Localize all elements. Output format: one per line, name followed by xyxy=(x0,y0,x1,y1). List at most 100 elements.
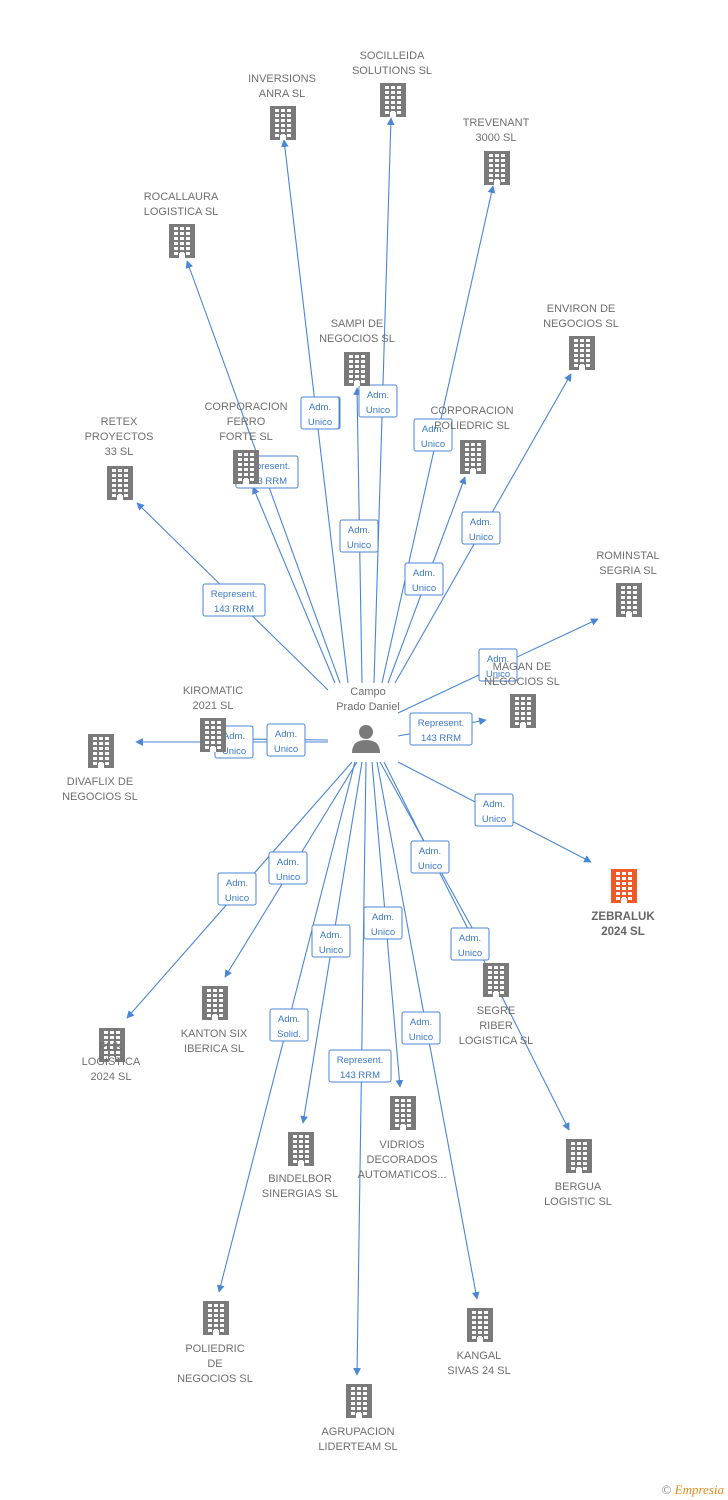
edge-label-agrupacion[interactable]: Represent.143 RRM xyxy=(328,1049,392,1083)
company-name-line: FLIK xyxy=(99,1041,123,1053)
edge-label-line: Adm. xyxy=(372,912,394,923)
edge-label-line: Unico xyxy=(225,893,249,904)
company-name-line: SOCILLEIDA xyxy=(360,50,425,62)
edge-label-line: Unico xyxy=(418,861,442,872)
building-icon xyxy=(344,352,370,386)
company-name-line: KANGAL xyxy=(457,1350,502,1362)
company-name-line: PROYECTOS xyxy=(85,431,154,443)
company-name-line: BERGUA xyxy=(555,1181,602,1193)
company-node-agrupacion[interactable]: AGRUPACION LIDERTEAM SL xyxy=(318,1384,398,1453)
edge-label-line: Unico xyxy=(347,540,371,551)
footer-brand[interactable]: © Empresia xyxy=(662,1482,725,1498)
edge-label-vidrios[interactable]: Adm. Unico xyxy=(363,906,403,940)
edge-label-line: Adm. xyxy=(348,525,370,536)
edge-label-kiromatic[interactable]: Adm.Unico xyxy=(266,723,306,757)
company-name-line: BINDELBOR xyxy=(268,1173,332,1185)
copyright-symbol: © xyxy=(661,1482,672,1497)
company-name-line: RIBER xyxy=(479,1020,513,1032)
company-name-line: SOLUTIONS SL xyxy=(352,65,432,77)
building-icon xyxy=(99,1028,125,1062)
company-node-vidrios[interactable]: VIDRIOSDECORADOSAUTOMATICOS... xyxy=(358,1096,447,1181)
edge-label-kangal[interactable]: Adm.Unico xyxy=(401,1011,441,1045)
edge-label-line: Unico xyxy=(421,439,445,450)
person-name-line: Prado Daniel xyxy=(336,701,400,713)
edge-label-line: Unico xyxy=(371,927,395,938)
edge-label-line: Represent. xyxy=(418,718,464,729)
building-icon xyxy=(203,1301,229,1335)
company-name-line: SEGRE xyxy=(477,1005,516,1017)
edge-label-line: Adm. xyxy=(223,731,245,742)
edge-label-rominstal[interactable]: Adm.Unico xyxy=(478,648,518,682)
company-name-line: CORPORACION xyxy=(204,401,287,413)
company-name-line: LIDERTEAM SL xyxy=(318,1441,397,1453)
edge-label-rocallaura[interactable]: Adm.Unico xyxy=(300,396,340,430)
company-name-line: SEGRIA SL xyxy=(599,565,656,577)
edge-label-corppoliedric[interactable]: Adm.Unico xyxy=(404,562,444,596)
edge-label-line: Adm. xyxy=(470,517,492,528)
edge-label-environ[interactable]: Adm.Unico xyxy=(461,511,501,545)
edge-label-trevenant[interactable]: Adm.Unico xyxy=(413,418,453,452)
building-icon xyxy=(380,83,406,117)
company-name-line: 2021 SL xyxy=(193,700,234,712)
building-icon xyxy=(569,336,595,370)
edge-label-line: Unico xyxy=(486,669,510,680)
edge-label-magan[interactable]: Represent.143 RRM xyxy=(409,712,473,746)
edge-label-bergua[interactable]: Adm. Unico xyxy=(450,927,490,961)
company-node-socilleida[interactable]: SOCILLEIDA SOLUTIONS SL xyxy=(352,50,432,117)
building-icon xyxy=(390,1096,416,1130)
edge-label-segre[interactable]: Adm.Unico xyxy=(410,840,450,874)
company-name-line: 2024 SL xyxy=(91,1071,132,1083)
edge-label-socilleida[interactable]: Adm.Unico xyxy=(358,384,398,418)
building-icon xyxy=(346,1384,372,1418)
edge-label-kanton[interactable]: Adm.Unico xyxy=(268,851,308,885)
edge-labels-layer: Adm.UnicoAdm.UnicoAdm.UnicoAdm.UnicoAdm.… xyxy=(202,384,518,1083)
edge-label-line: Adm. xyxy=(413,568,435,579)
building-icon xyxy=(169,224,195,258)
company-name-line: CORPORACION xyxy=(430,405,513,417)
edge-label-flik[interactable]: Adm.Unico xyxy=(217,872,257,906)
edge-label-zebraluk[interactable]: Adm.Unico xyxy=(474,793,514,827)
edge-label-bindelbor[interactable]: Adm.Unico xyxy=(311,924,351,958)
edge-label-line: Adm. xyxy=(410,1017,432,1028)
company-name-line: ZEBRALUK xyxy=(591,911,655,923)
company-name-line: ANRA SL xyxy=(259,88,305,100)
company-name-line: IBERICA SL xyxy=(184,1043,244,1055)
edge-label-retex[interactable]: Represent.143 RRM xyxy=(202,583,266,617)
edge-label-line: Adm. xyxy=(459,933,481,944)
building-icon xyxy=(566,1139,592,1173)
company-name-line: AGRUPACION xyxy=(321,1426,394,1438)
company-name-line: SINERGIAS SL xyxy=(262,1188,338,1200)
edge-label-line: Represent. xyxy=(244,461,290,472)
building-icon xyxy=(200,718,226,752)
company-node-bindelbor[interactable]: BINDELBOR SINERGIAS SL xyxy=(262,1132,338,1200)
edge-label-poliedric[interactable]: Adm.Solid. xyxy=(269,1008,309,1042)
edge-label-line: Unico xyxy=(308,417,332,428)
edge-label-line: Unico xyxy=(458,948,482,959)
edge-label-line: Adm. xyxy=(320,930,342,941)
building-icon xyxy=(233,450,259,484)
edge-label-sampi[interactable]: Adm. Unico xyxy=(339,519,379,553)
building-icon xyxy=(107,466,133,500)
